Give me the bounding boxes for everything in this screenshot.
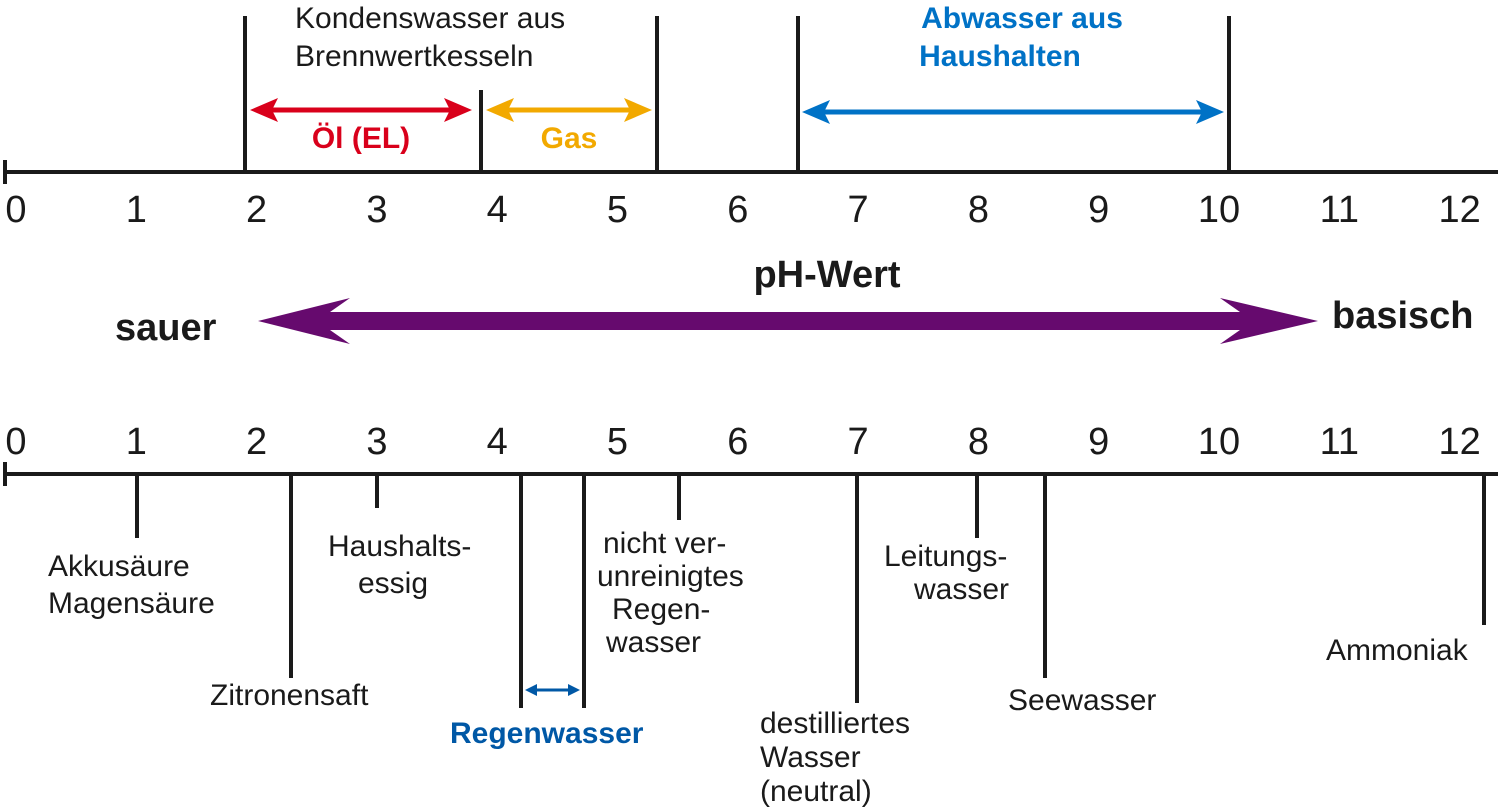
rain-range-arrowhead-left	[525, 684, 537, 696]
substance-haushaltsessig: Haushalts- essig	[328, 474, 471, 600]
top-tick-label-3: 3	[366, 189, 387, 231]
substance-haushaltsessig-label-line1: Haushalts-	[328, 530, 471, 563]
substance-destilliertes-wasser-label-line1: destilliertes	[760, 707, 910, 740]
top-tick-label-8: 8	[968, 189, 989, 231]
top-tick-label-11: 11	[1320, 189, 1359, 231]
substance-zitronensaft: Zitronensaft	[210, 474, 369, 712]
ph-title: pH-Wert	[753, 254, 900, 296]
substance-destilliertes-wasser-label-line3: (neutral)	[760, 775, 872, 808]
substance-destilliertes-wasser: destilliertes Wasser (neutral)	[760, 474, 910, 808]
bottom-tick-label-10: 10	[1198, 421, 1240, 463]
top-tick-label-7: 7	[848, 189, 869, 231]
substance-regenwasser-rein-label-line4: wasser	[605, 626, 701, 659]
condensate-group: Kondenswasser aus Brennwertkesseln Öl (E…	[243, 2, 659, 172]
rain-range-arrowhead-right	[568, 684, 580, 696]
top-tick-label-1: 1	[126, 189, 147, 231]
substance-regenwasser-rein-label-line2: unreinigtes	[597, 560, 744, 593]
gas-range: Gas	[486, 98, 652, 155]
condensate-label-line1: Kondenswasser aus	[295, 2, 565, 35]
top-tick-label-5: 5	[607, 189, 628, 231]
substance-destilliertes-wasser-label-line2: Wasser	[760, 741, 861, 774]
substance-akkusaeure: Akkusäure Magensäure	[48, 474, 215, 620]
substance-leitungswasser-label-line2: wasser	[913, 573, 1009, 606]
top-tick-label-9: 9	[1088, 189, 1109, 231]
bottom-tick-label-6: 6	[727, 421, 748, 463]
household-wastewater-group: Abwasser aus Haushalten	[796, 2, 1231, 172]
substance-seewasser: Seewasser	[1008, 474, 1156, 717]
top-tick-label-4: 4	[487, 189, 508, 231]
household-range-arrowhead-right	[1196, 100, 1224, 124]
bottom-tick-label-0: 0	[5, 421, 26, 463]
bottom-tick-label-1: 1	[126, 421, 147, 463]
substance-seewasser-label: Seewasser	[1008, 684, 1156, 717]
substance-akkusaeure-label-line1: Akkusäure	[48, 550, 190, 583]
household-label-line2: Haushalten	[919, 40, 1081, 73]
bottom-tick-label-7: 7	[848, 421, 869, 463]
bottom-tick-label-11: 11	[1320, 421, 1359, 463]
top-tick-label-0: 0	[5, 189, 26, 231]
condensate-label-line2: Brennwertkesseln	[295, 40, 533, 73]
household-range-arrowhead-left	[802, 100, 830, 124]
gas-range-label: Gas	[541, 122, 598, 155]
substance-leitungswasser-label-line1: Leitungs-	[884, 540, 1007, 573]
bottom-tick-label-12: 12	[1438, 421, 1480, 463]
rain-range-label: Regenwasser	[450, 717, 644, 750]
gas-range-arrowhead-left	[486, 98, 514, 122]
ph-direction-arrow	[258, 298, 1318, 344]
substance-regen-range: Regenwasser	[450, 474, 644, 750]
oil-range: Öl (EL)	[250, 98, 472, 155]
top-tick-label-10: 10	[1198, 189, 1240, 231]
bottom-tick-label-5: 5	[607, 421, 628, 463]
substance-ammoniak-label: Ammoniak	[1326, 634, 1469, 667]
bottom-tick-label-3: 3	[366, 421, 387, 463]
oil-range-label: Öl (EL)	[312, 122, 410, 155]
substances: Akkusäure Magensäure Zitronensaft Hausha…	[48, 474, 1486, 808]
ph-direction: pH-Wert sauer basisch	[115, 254, 1474, 349]
base-label: basisch	[1332, 295, 1474, 337]
bottom-tick-label-8: 8	[968, 421, 989, 463]
oil-range-arrowhead-left	[250, 98, 278, 122]
substance-leitungswasser: Leitungs- wasser	[884, 474, 1009, 606]
bottom-tick-label-2: 2	[246, 421, 267, 463]
bottom-tick-label-4: 4	[487, 421, 508, 463]
substance-nicht-verunreinigtes-regenwasser: nicht ver- unreinigtes Regen- wasser	[597, 474, 744, 659]
substance-ammoniak: Ammoniak	[1326, 474, 1486, 667]
substance-akkusaeure-label-line2: Magensäure	[48, 587, 215, 620]
substance-haushaltsessig-label-line2: essig	[358, 567, 428, 600]
oil-range-arrowhead-right	[444, 98, 472, 122]
top-tick-label-12: 12	[1438, 189, 1480, 231]
top-tick-label-2: 2	[246, 189, 267, 231]
substance-zitronensaft-label: Zitronensaft	[210, 679, 369, 712]
bottom-tick-label-9: 9	[1088, 421, 1109, 463]
household-label-line1: Abwasser aus	[921, 2, 1123, 35]
top-tick-label-6: 6	[727, 189, 748, 231]
gas-range-arrowhead-right	[624, 98, 652, 122]
substance-regenwasser-rein-label-line3: Regen-	[612, 593, 710, 626]
acid-label: sauer	[115, 307, 217, 349]
substance-regenwasser-rein-label-line1: nicht ver-	[603, 527, 726, 560]
